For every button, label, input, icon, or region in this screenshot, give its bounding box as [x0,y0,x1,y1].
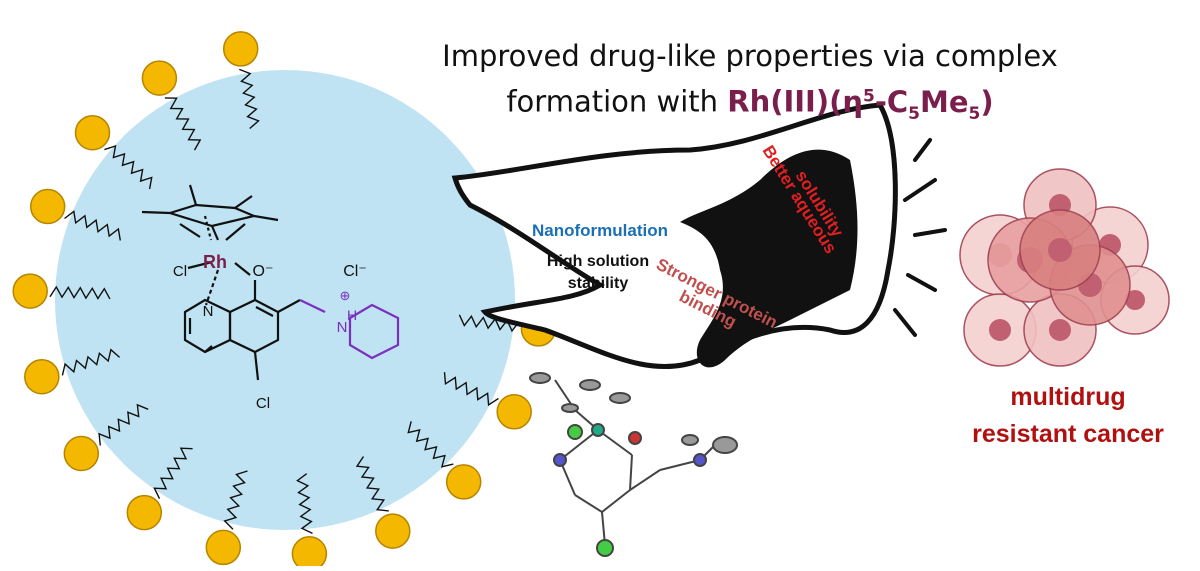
lipid-head [496,394,532,430]
burst-lines [893,138,947,337]
title-line-2: formation with Rh(III)(η5-C5Me5) [390,76,1110,133]
ligand-close: ) [980,84,994,119]
lipid-tail [104,144,153,190]
lipid-head [445,464,482,500]
cancer-label-1: multidrug [1010,383,1125,411]
cell-nucleus [1125,290,1145,310]
positive-charge-label: ⊕ [340,288,351,303]
lipid-head [24,358,60,395]
ligand-mid: -C [874,84,909,119]
lipid-tail [164,97,202,151]
cl-sub-label: Cl [256,395,270,412]
stability-label-1: High solution [547,253,649,270]
title-metal: Rh(III) [727,84,830,119]
title-line-1: Improved drug-like properties via comple… [442,39,1058,73]
cell-nucleus [989,319,1011,341]
lipid-tail [296,473,313,535]
lipid-tail [407,421,454,468]
n-pip-label: N [337,319,348,336]
lipid-tail [61,348,121,376]
cancer-cluster [959,168,1170,367]
ligand-open: (η [829,84,863,119]
cell-nucleus [1048,238,1072,262]
n-ring-label: N [203,303,214,320]
nanoformulation-label: Nanoformulation [532,221,668,240]
micelle-core [55,70,515,530]
lipid-head [63,435,100,472]
lipid-tail [223,470,248,530]
piperidine-ring [348,303,400,360]
title-prefix: formation with [506,84,728,119]
cl-ligand-label: Cl [173,263,187,280]
rh-complex [183,260,326,381]
nh-h-label: H [347,307,357,323]
lipid-tail [49,285,111,300]
ligand-sub2: 5 [968,103,981,124]
lipid-layer [12,31,557,571]
o-minus-label: O⁻ [253,263,274,280]
title-ligand: (η5-C5Me5) [829,84,994,124]
lipid-tail [355,456,389,512]
cancer-label-2: resistant cancer [972,420,1164,448]
stability-label-2: stability [568,275,629,292]
cp-ring [141,184,279,241]
lipid-head [126,494,163,531]
crystal-structure [529,372,738,557]
lipid-tail [443,372,499,407]
lipid-head [222,31,259,67]
lipid-head [205,529,242,566]
lipid-head [291,536,328,571]
figure-title: Improved drug-like properties via comple… [390,36,1110,133]
lipid-tail [239,68,260,130]
rh-label: Rh [203,252,227,272]
lipid-tail [98,403,149,446]
lipid-head [12,273,48,309]
ligand-sup: 5 [863,86,875,106]
chloride-label: Cl⁻ [343,263,367,280]
lipid-head [375,513,411,549]
ligand-me: Me [920,84,969,119]
lipid-head [74,114,111,151]
splash-fill [680,149,858,368]
lipid-head [29,188,66,225]
ligand-sub1: 5 [908,103,921,124]
cell-nucleus [1049,319,1071,341]
lipid-tail [153,447,193,500]
lipid-tail [64,210,121,241]
lipid-head [141,60,178,96]
